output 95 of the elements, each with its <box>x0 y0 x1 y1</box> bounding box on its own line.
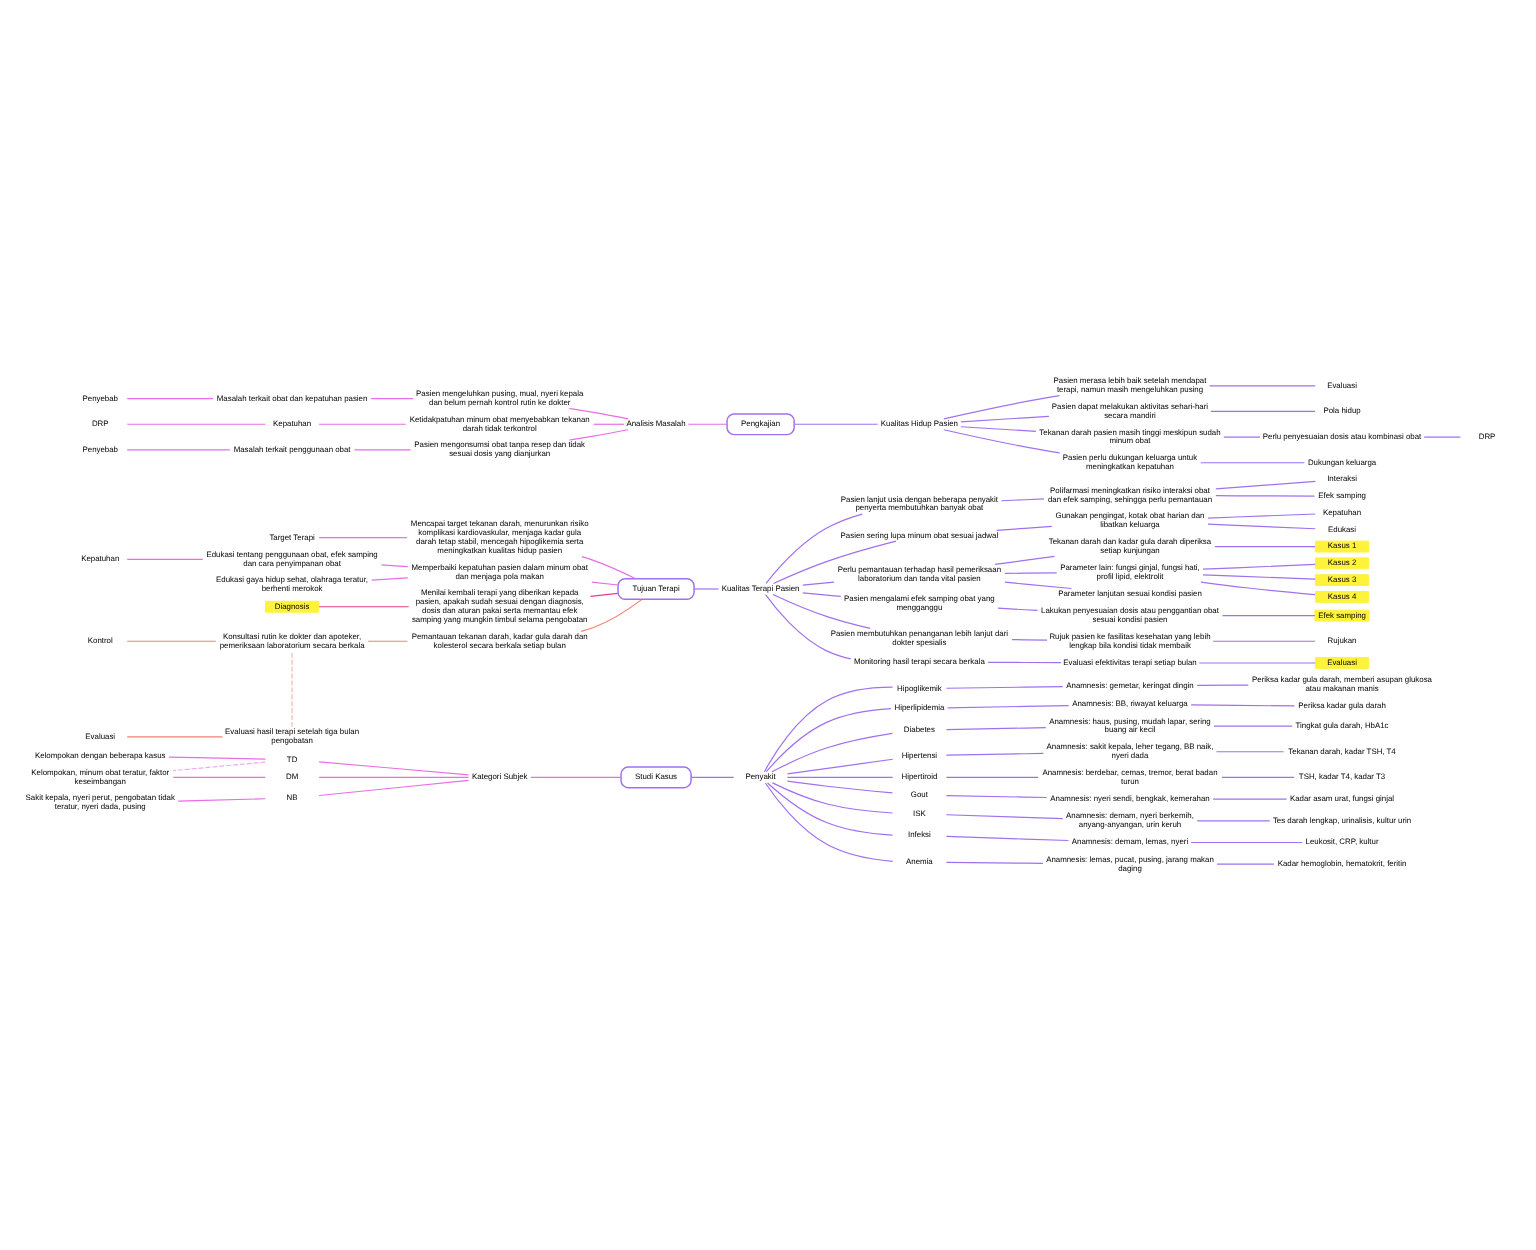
connector <box>947 704 1070 709</box>
connector <box>1223 436 1261 438</box>
connector <box>318 779 470 797</box>
connector <box>945 752 1044 756</box>
connector <box>530 776 622 778</box>
connector <box>291 650 293 728</box>
connector <box>1198 662 1316 664</box>
connector <box>380 564 409 568</box>
connector <box>126 449 231 451</box>
connector <box>693 588 720 590</box>
connector <box>1210 410 1316 413</box>
connector <box>353 449 412 451</box>
connector <box>772 540 897 585</box>
connector <box>945 814 1064 820</box>
connector <box>591 581 619 586</box>
connector <box>765 513 863 584</box>
connector <box>802 581 835 586</box>
connector <box>580 599 643 632</box>
connector <box>1196 684 1249 686</box>
connector <box>1011 639 1048 641</box>
connector <box>1221 615 1316 617</box>
connector <box>318 537 408 539</box>
connector <box>945 795 1048 799</box>
connector <box>371 577 409 581</box>
connector <box>765 708 892 773</box>
connector <box>1207 523 1316 530</box>
connector <box>177 798 266 802</box>
connector <box>771 732 894 773</box>
connector <box>1004 572 1058 574</box>
connector <box>1207 513 1316 519</box>
connector <box>568 429 629 441</box>
connector <box>581 556 636 580</box>
connector <box>786 776 894 778</box>
connector <box>786 758 894 775</box>
connector <box>1215 751 1285 753</box>
connector <box>1216 863 1275 865</box>
connector <box>168 756 266 760</box>
connector <box>1214 546 1316 548</box>
connector <box>1190 704 1296 707</box>
connector <box>1208 385 1316 387</box>
connector <box>126 398 214 400</box>
connector <box>172 761 266 772</box>
connector <box>994 555 1056 565</box>
connector <box>1212 798 1288 800</box>
connector <box>1000 498 1045 502</box>
connector <box>1202 574 1316 580</box>
connector <box>945 686 1064 689</box>
connector <box>1200 581 1316 596</box>
connector <box>997 607 1039 612</box>
connector <box>960 426 1037 432</box>
connector <box>1215 480 1316 490</box>
connector <box>764 782 894 862</box>
connector <box>1004 581 1073 590</box>
connector <box>802 592 842 598</box>
connector <box>126 558 204 560</box>
connector <box>593 423 625 425</box>
connector <box>786 780 894 794</box>
connector <box>318 423 407 425</box>
connector <box>690 776 735 778</box>
connector <box>996 525 1053 531</box>
connector <box>943 395 1061 420</box>
connector <box>1190 841 1303 844</box>
connector <box>945 861 1044 864</box>
connector <box>568 407 629 420</box>
connector <box>771 782 894 814</box>
connector <box>1202 563 1316 570</box>
connector <box>318 761 470 776</box>
connector <box>945 835 1070 842</box>
connector <box>766 782 894 836</box>
connector <box>1212 640 1316 642</box>
connector <box>370 398 414 400</box>
connector <box>318 776 470 778</box>
connector <box>1221 776 1295 778</box>
connector <box>1423 436 1461 438</box>
connector <box>1215 495 1316 497</box>
connector <box>1213 725 1293 727</box>
connector <box>172 776 266 778</box>
connector <box>945 727 1047 731</box>
connector <box>772 593 871 629</box>
connector <box>126 640 217 642</box>
connector <box>1200 462 1305 464</box>
connector <box>764 594 852 660</box>
connector <box>318 606 410 608</box>
connector <box>126 423 266 425</box>
connector <box>1196 820 1271 822</box>
connector <box>687 423 728 425</box>
connector <box>987 661 1062 664</box>
connector <box>960 415 1050 423</box>
connector <box>589 592 619 597</box>
connector <box>367 640 408 642</box>
connector <box>945 776 1039 778</box>
connector <box>763 686 894 773</box>
connector <box>126 736 224 738</box>
connector <box>793 423 879 425</box>
connector <box>943 429 1061 454</box>
